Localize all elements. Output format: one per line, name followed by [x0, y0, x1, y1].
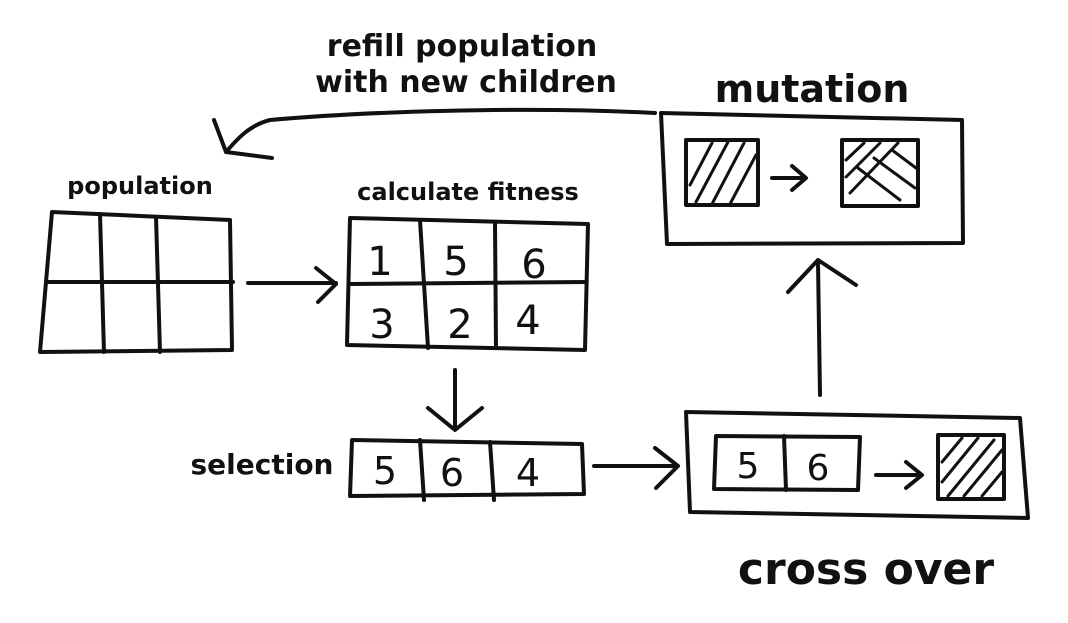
refill-label-line1: refill population	[327, 29, 597, 64]
mutation-before-square	[684, 138, 760, 207]
crossover-parents: 5 6	[712, 434, 862, 492]
crossover-parent-1: 5	[737, 446, 760, 487]
refill-label-line2: with new children	[315, 65, 617, 100]
crossover-to-mutation-arrow	[786, 258, 858, 397]
selection-to-crossover-arrow	[592, 446, 680, 490]
mutation-label: mutation	[715, 67, 910, 111]
selection-label: selection	[191, 448, 334, 481]
population-grid	[38, 210, 235, 354]
selection-row: 5 6 4	[348, 438, 586, 502]
selection-value-3: 4	[516, 451, 540, 495]
fitness-grid: 1 5 6 3 2 4	[345, 216, 590, 352]
fitness-value-2: 5	[443, 239, 468, 285]
population-label: population	[67, 172, 213, 200]
selection-value-1: 5	[373, 449, 397, 493]
fitness-value-6: 4	[515, 298, 540, 344]
selection-value-2: 6	[440, 451, 464, 495]
crossover-child-square	[936, 433, 1006, 501]
mutation-box	[659, 111, 965, 246]
fitness-value-5: 2	[447, 302, 472, 348]
cross-over-label: cross over	[738, 544, 994, 595]
calculate-fitness-label: calculate fitness	[357, 178, 579, 206]
crossover-arrow	[874, 460, 924, 490]
fitness-value-3: 6	[521, 242, 546, 288]
population-to-fitness-arrow	[246, 266, 338, 304]
crossover-parent-2: 6	[807, 448, 830, 489]
mutation-after-square	[840, 138, 920, 208]
crossover-box: 5 6	[684, 410, 1030, 520]
fitness-value-4: 3	[369, 302, 394, 348]
fitness-value-1: 1	[367, 239, 392, 285]
refill-arrow	[212, 107, 657, 160]
fitness-to-selection-arrow	[426, 368, 484, 432]
mutation-arrow	[770, 164, 808, 192]
